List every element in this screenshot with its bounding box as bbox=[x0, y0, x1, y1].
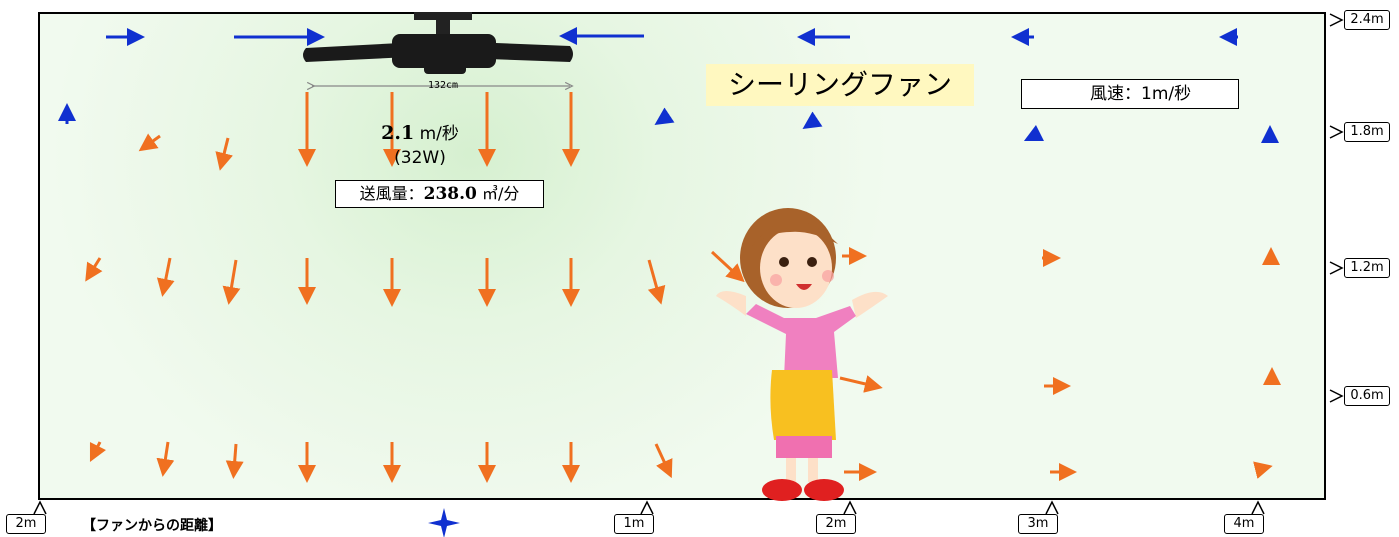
upper-airflow-arrows bbox=[58, 27, 1279, 143]
downward-airflow-arrows bbox=[85, 92, 1281, 483]
distance-label-4m: 4m bbox=[1224, 514, 1264, 534]
height-label-0-6: 0.6m bbox=[1344, 386, 1390, 406]
ceiling-fan-icon bbox=[303, 12, 573, 74]
distance-ticks bbox=[33, 500, 1265, 515]
height-ticks bbox=[1329, 13, 1344, 403]
airflow-box: 送風量：238.0 ㎥/分 bbox=[335, 180, 544, 208]
distance-label-1m: 1m bbox=[614, 514, 654, 534]
distance-label-left-2m: 2m bbox=[6, 514, 46, 534]
fan-width-label: 132cm bbox=[427, 80, 459, 91]
diagram-title: シーリングファン bbox=[706, 64, 974, 106]
speed-legend: 風速：1m/秒 bbox=[1021, 79, 1239, 109]
legend-label: 風速：1m/秒 bbox=[1090, 84, 1192, 104]
airflow-unit: ㎥/分 bbox=[481, 184, 520, 203]
compass-star-icon bbox=[428, 508, 460, 537]
wind-speed-value: 2.1 bbox=[381, 122, 415, 144]
height-label-2-4: 2.4m bbox=[1344, 10, 1390, 30]
distance-label-3m: 3m bbox=[1018, 514, 1058, 534]
distance-title: 【ファンからの距離】 bbox=[82, 518, 222, 534]
wind-speed-unit: m/秒 bbox=[419, 124, 459, 144]
height-label-1-2: 1.2m bbox=[1344, 258, 1390, 278]
wind-speed: 2.1 m/秒 bbox=[360, 122, 480, 145]
girl-character-icon bbox=[716, 208, 888, 501]
distance-label-2m: 2m bbox=[816, 514, 856, 534]
airflow-label: 送風量： bbox=[359, 184, 424, 203]
power-label: (32W) bbox=[394, 148, 446, 168]
height-label-1-8: 1.8m bbox=[1344, 122, 1390, 142]
airflow-value: 238.0 bbox=[423, 184, 477, 204]
